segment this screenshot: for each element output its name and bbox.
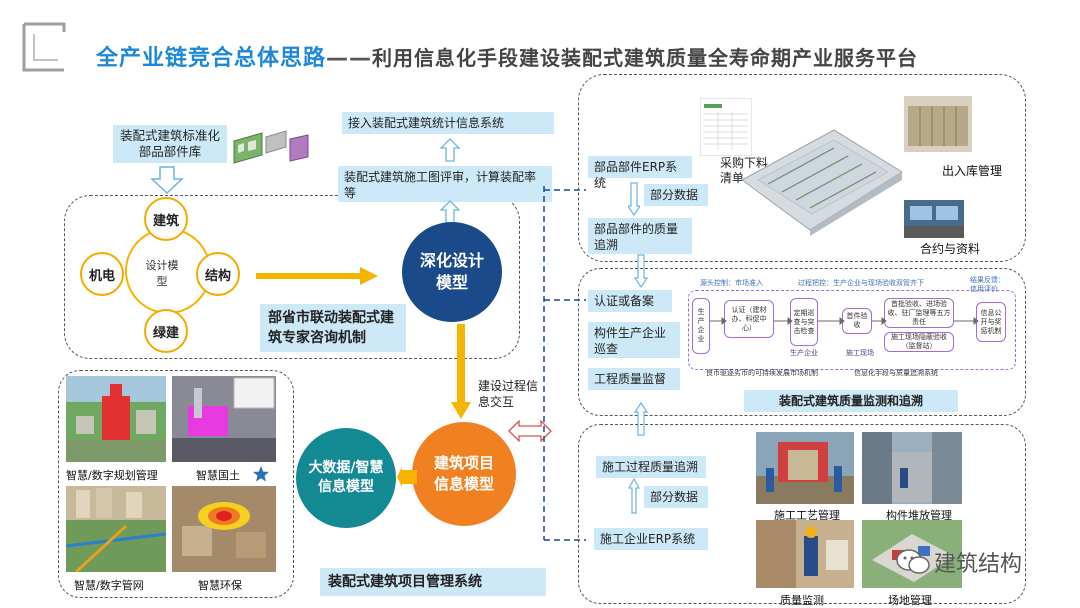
contract-image (904, 200, 964, 238)
planning-tile-caption: 智慧/数字规划管理 (66, 467, 158, 483)
ring-center-label: 设计模型 (142, 258, 182, 290)
deep-design-model-node: 深化设计模型 (402, 222, 502, 322)
construction-erp-label: 施工企业ERP系统 (594, 528, 708, 550)
flow-arrows (710, 316, 980, 326)
flow-bottom-right: 信息化手段与质量追溯系统 (854, 368, 938, 378)
review-label: 装配式建筑施工图评审，计算装配率等 (338, 166, 552, 202)
up-arrow-icon-2 (440, 200, 460, 224)
big-data-model-text: 大数据/智慧信息模型 (308, 459, 384, 497)
page-title: 全产业链竞合总体思路——利用信息化手段建设装配式建筑质量全寿命期产业服务平台 (96, 40, 918, 72)
standard-lib-label: 装配式建筑标准化部品部件库 (113, 125, 227, 163)
component-erp-label: 部品部件ERP系统 (588, 156, 692, 178)
flow-box-site-check: 施工现场隐蔽验收（监督站） (884, 332, 954, 352)
quality-caption-photo: 质量监测 (780, 592, 824, 608)
craft-photo-image (756, 432, 854, 504)
down-yellow-arrow-icon (450, 324, 472, 420)
warehouse-image (904, 96, 972, 152)
planning-tile-image (66, 376, 166, 462)
down-arrow-icon-2 (628, 182, 640, 216)
stacking-photo-image (862, 432, 962, 504)
pipeline-tile-image (66, 486, 166, 572)
ring-node-mep: 机电 (80, 252, 124, 296)
stat-access-label: 接入装配式建筑统计信息系统 (342, 112, 554, 134)
prefab-panel-icon (232, 125, 310, 167)
flow-box-enterprise: 生产企业 (692, 298, 710, 354)
ring-node-green: 绿建 (144, 309, 188, 353)
component-trace-label: 部品部件的质量追溯 (588, 218, 692, 254)
mgmt-system-label: 装配式建筑项目管理系统 (320, 568, 546, 596)
site-caption: 场地管理 (888, 592, 932, 608)
warehouse-caption: 出入库管理 (942, 162, 1002, 179)
right-arrow-icon (256, 266, 380, 286)
environment-tile-caption: 智慧环保 (198, 577, 242, 593)
construction-trace-label: 施工过程质量追溯 (596, 456, 706, 478)
title-subtitle: 利用信息化手段建设装配式建筑质量全寿命期产业服务平台 (372, 46, 918, 70)
land-tile-image (172, 376, 276, 462)
quality-caption: 装配式建筑质量监测和追溯 (744, 390, 958, 412)
big-data-model-node: 大数据/智慧信息模型 (296, 428, 396, 528)
contract-caption: 合约与资料 (920, 240, 980, 257)
ring-node-architecture: 建筑 (144, 197, 188, 241)
factory-layout-image (738, 110, 906, 236)
mechanism-label: 部省市联动装配式建筑专家咨询机制 (260, 304, 406, 352)
up-arrow-icon-1 (440, 138, 460, 162)
quality-photo-image (756, 520, 854, 588)
project-info-model-node: 建筑项目信息模型 (412, 422, 516, 526)
star-icon (252, 465, 270, 483)
cert-label: 认证或备案 (588, 290, 672, 312)
watermark-text: 建筑结构 (934, 546, 1022, 578)
flow-label-site: 施工现场 (846, 348, 874, 358)
project-info-model-text: 建筑项目信息模型 (428, 453, 500, 495)
process-info-text: 建设过程信息交互 (478, 379, 538, 409)
inspection-label: 构件生产企业巡查 (588, 322, 680, 358)
flow-note-process: 过程把控：生产企业与现场验收双管齐下 (798, 278, 924, 288)
ring-center-text: 设计模型 (146, 259, 179, 288)
environment-tile-image (172, 486, 276, 572)
down-arrow-icon (150, 166, 184, 194)
flow-note-source: 源头控制：市场准入 (700, 278, 763, 288)
component-partial-label: 部分数据 (644, 184, 708, 206)
title-main: 全产业链竞合总体思路 (96, 46, 326, 71)
left-yellow-arrow-icon (396, 466, 418, 488)
flow-bottom-left: 良币驱逐劣币的可持续发展市场机制 (706, 368, 818, 378)
process-info-label: 建设过程信息交互 (478, 378, 540, 410)
watermark: 建筑结构 (896, 546, 1022, 578)
supervision-label: 工程质量监督 (588, 368, 680, 390)
land-tile-caption: 智慧国土 (196, 467, 240, 483)
construction-partial-label: 部分数据 (644, 486, 708, 508)
up-arrow-icon-4 (628, 478, 640, 514)
brand-logo-icon (18, 18, 72, 76)
wechat-icon (896, 549, 930, 575)
deep-design-model-text: 深化设计模型 (416, 250, 488, 294)
ring-node-structure: 结构 (196, 252, 240, 296)
title-dash: —— (326, 46, 372, 71)
flow-label-producer: 生产企业 (790, 348, 818, 358)
pipeline-tile-caption: 智慧/数字管网 (74, 577, 144, 593)
flow-box-disclosure: 信息公开与奖惩机制 (976, 302, 1006, 342)
